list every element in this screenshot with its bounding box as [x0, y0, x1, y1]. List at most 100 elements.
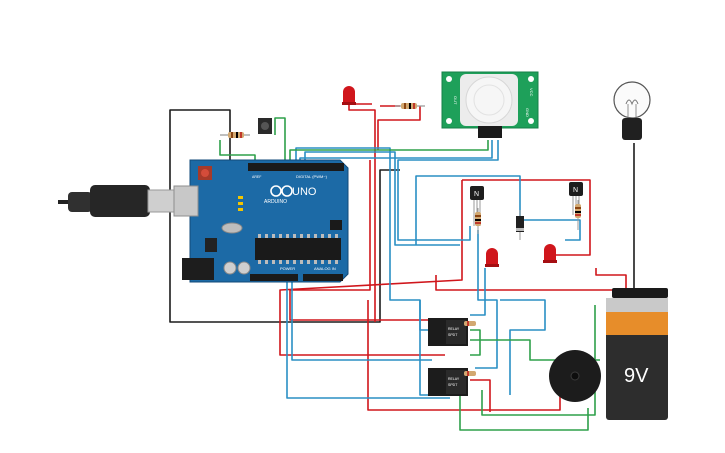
battery-orange-band — [606, 310, 668, 335]
battery-terminals — [612, 288, 668, 298]
wire-green-relay2[interactable] — [459, 390, 589, 431]
wire-blue-mid[interactable] — [291, 282, 432, 361]
relay-2-label-area — [446, 370, 466, 394]
relay-1[interactable]: RELAY SPDT — [428, 318, 468, 346]
bulb-filament — [625, 99, 639, 106]
resistor-band — [467, 321, 469, 326]
pir-mount-hole — [528, 118, 534, 124]
pir-header[interactable] — [478, 126, 502, 138]
resistor-band — [409, 103, 411, 109]
resistor-band — [475, 219, 481, 221]
pir-sensor[interactable]: VCC OUT GND — [441, 71, 539, 138]
wire-blue-pir-gnd[interactable] — [397, 140, 499, 241]
resistor-button[interactable] — [220, 132, 250, 138]
power-label: POWER — [280, 266, 295, 271]
relay-2-type: SPDT — [448, 383, 458, 387]
crystal-oscillator — [221, 222, 243, 234]
icsp-header — [330, 220, 342, 230]
led-right[interactable] — [543, 244, 557, 263]
resistor-band — [575, 207, 581, 209]
digital-header[interactable] — [248, 163, 344, 171]
wire-red-left[interactable] — [279, 180, 463, 356]
wire-blue-right-trans[interactable] — [415, 175, 581, 245]
wire-red-main[interactable] — [462, 179, 591, 256]
resistor-body — [464, 371, 476, 376]
wire-green-button2[interactable] — [274, 117, 286, 170]
resistor-band — [236, 132, 238, 138]
resistor-base-2[interactable] — [575, 200, 581, 230]
wire-blue-gnd-bottom[interactable] — [286, 282, 450, 399]
voltage-regulator — [205, 238, 217, 252]
pir-mount-hole — [446, 76, 452, 82]
transistor-1-label: N — [474, 191, 479, 198]
bulb-glass — [613, 81, 651, 119]
wire-red-batt-plus[interactable] — [435, 275, 630, 291]
push-button-cap — [261, 122, 269, 130]
diode-band — [516, 228, 524, 231]
wire-blue-right-long[interactable] — [500, 299, 546, 395]
led-l-indicator — [238, 196, 243, 199]
push-button[interactable] — [258, 118, 272, 134]
board-model-text: UNO — [292, 186, 317, 198]
transistor-2-label: N — [573, 187, 578, 194]
resistor-pir[interactable] — [395, 103, 425, 109]
resistor-band — [240, 132, 242, 138]
resistor-band — [404, 103, 406, 109]
relay-1-label: RELAY — [448, 327, 460, 331]
digital-label: DIGITAL (PWM~) — [296, 174, 328, 179]
led-right-rim — [543, 260, 557, 263]
light-bulb[interactable] — [613, 81, 651, 140]
led-top[interactable] — [342, 86, 356, 105]
dc-power-jack — [182, 258, 214, 280]
led-rx-indicator — [238, 208, 243, 211]
wire-green-relay1[interactable] — [470, 329, 481, 356]
diode[interactable] — [516, 210, 524, 240]
usb-connector-metal — [147, 189, 175, 213]
led-left-body — [486, 248, 498, 266]
analog-header[interactable] — [303, 274, 343, 281]
capacitor-1 — [223, 261, 237, 275]
pir-dome — [465, 76, 513, 124]
aref-label: AREF — [252, 175, 261, 179]
wire-blue-relay2[interactable] — [475, 230, 498, 369]
wire-red-vcc-right[interactable] — [595, 268, 627, 290]
diode-body — [516, 216, 524, 232]
battery-9v[interactable]: 9V — [606, 288, 668, 420]
pir-label-gnd: GND — [525, 108, 530, 117]
buzzer[interactable] — [549, 350, 601, 402]
atmega-chip — [255, 238, 341, 260]
wire-blue-relay1[interactable] — [470, 268, 486, 316]
wires — [169, 103, 641, 431]
resistor-base-1[interactable] — [475, 208, 481, 234]
usb-b-port — [173, 185, 199, 217]
wire-red-bottom[interactable] — [367, 300, 561, 411]
wire-black-gnd-loop[interactable] — [169, 109, 400, 323]
pir-mount-hole — [446, 118, 452, 124]
bulb-socket — [622, 118, 642, 140]
arduino-uno-board[interactable]: UNO ARDUINO DIGITAL (PWM~) POWER ANALOG … — [173, 159, 349, 283]
relay-2-resistor[interactable] — [464, 371, 476, 376]
led-tx-indicator — [238, 202, 243, 205]
led-right-body — [544, 244, 556, 262]
pir-label-out: OUT — [453, 96, 458, 105]
transistor-2-body — [569, 182, 583, 196]
resistor-band — [575, 211, 581, 213]
relay-2[interactable]: RELAY SPDT — [428, 368, 468, 396]
arduino-logo-icon — [270, 185, 293, 197]
relay-1-resistor[interactable] — [464, 321, 476, 326]
wire-red-pir-power[interactable] — [377, 106, 421, 150]
pir-label-vcc: VCC — [529, 88, 534, 97]
relay-1-type: SPDT — [448, 333, 458, 337]
resistor-band — [413, 103, 415, 109]
power-header[interactable] — [250, 274, 298, 281]
led-top-rim — [342, 102, 356, 105]
chip-pins — [258, 234, 338, 264]
wire-red-led[interactable] — [348, 104, 376, 322]
analog-label: ANALOG IN — [314, 266, 336, 271]
resistor-body — [464, 321, 476, 326]
led-left[interactable] — [485, 248, 499, 267]
wire-red-relay2[interactable] — [470, 379, 491, 412]
resistor-band — [575, 214, 581, 216]
usb-cable[interactable] — [58, 185, 175, 217]
